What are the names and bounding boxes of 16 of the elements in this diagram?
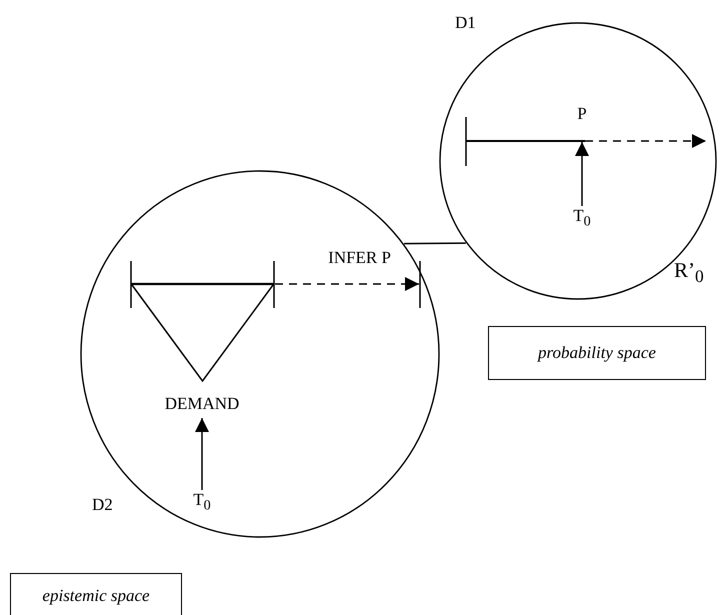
element-label: T$_{0}$ (567, 206, 597, 232)
edge-label: INFER P (328, 248, 391, 268)
space-name: D2 (92, 494, 113, 515)
arrow (275, 277, 419, 291)
element-label: P (571, 104, 593, 142)
element-label: T$_{0}$ (187, 490, 217, 516)
connector-line (404, 242, 466, 244)
space-name: R’$_{0}$ (674, 258, 704, 288)
arrow (195, 418, 209, 490)
space-name: D1 (455, 12, 476, 33)
triangle-interval-drawing (130, 261, 275, 382)
mental-space-circle (80, 170, 440, 538)
element-label: DEMAND (146, 394, 258, 418)
space-label-box: epistemic space (10, 573, 182, 615)
space-label-box: probability space (488, 326, 706, 380)
arrow (575, 142, 589, 206)
